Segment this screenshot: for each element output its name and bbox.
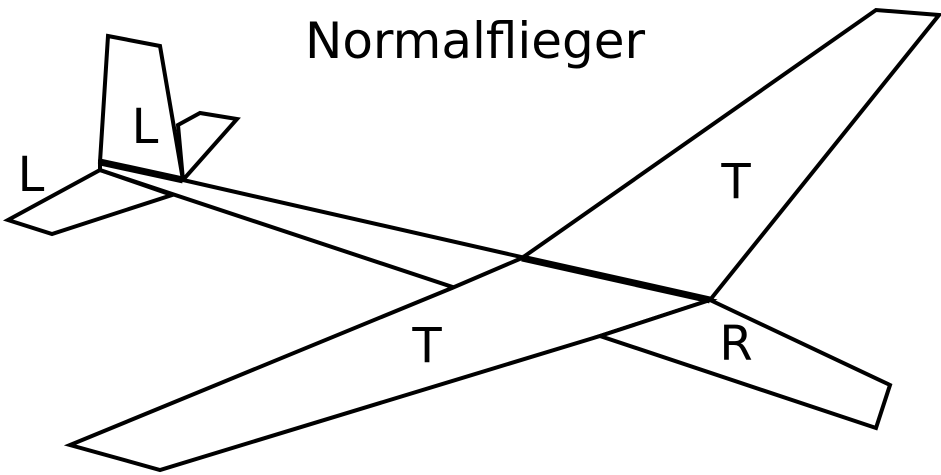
fin-root-spar [99, 158, 184, 184]
wing-left [63, 255, 718, 473]
diagram-title: Normalflieger [305, 12, 646, 70]
label-wing-right: T [720, 154, 751, 210]
label-elevator: L [18, 147, 45, 203]
wing-root-spar [521, 254, 711, 304]
label-rudder: L [132, 99, 159, 155]
label-fuselage-rear: R [719, 316, 752, 372]
horizontal-stabilizer-right [175, 110, 241, 185]
fuselage-tail-plate [593, 297, 893, 431]
label-wing-left: T [411, 318, 442, 374]
